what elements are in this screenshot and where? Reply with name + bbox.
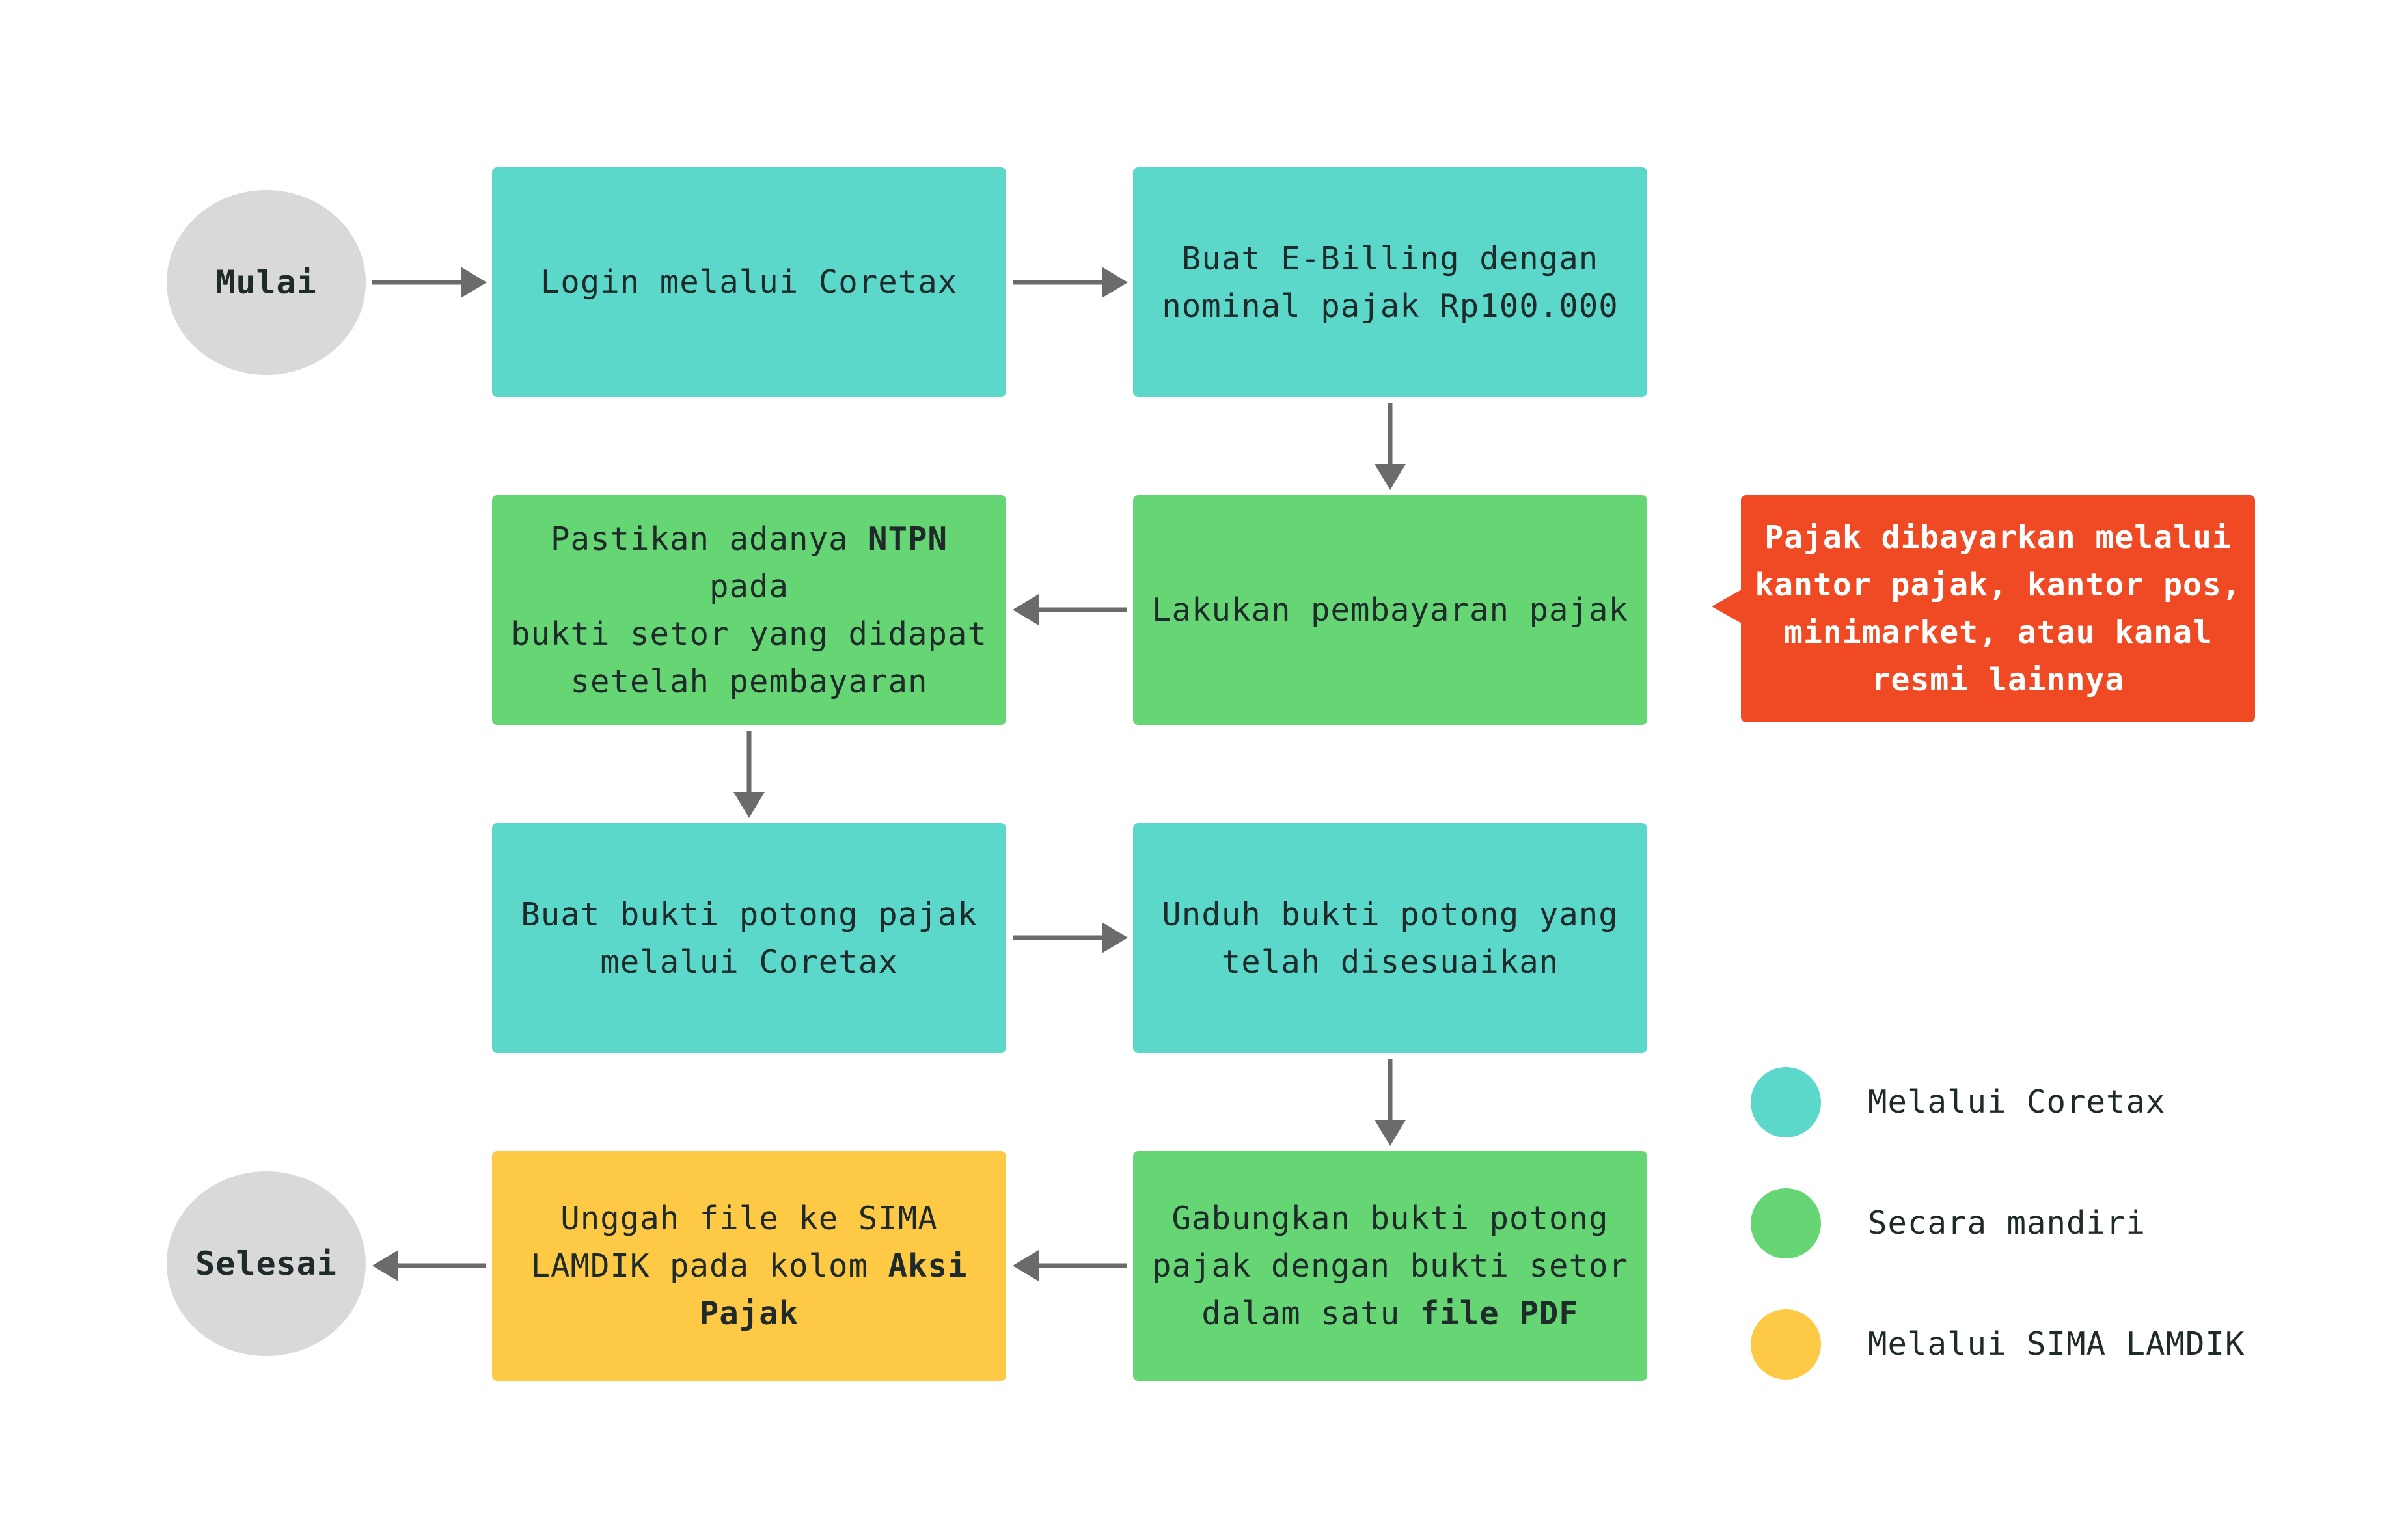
aksi-pajak-emphasis: Aksi Pajak	[699, 1247, 968, 1332]
callout-pointer	[1712, 590, 1742, 623]
arrowhead-ebilling-bayar	[1375, 464, 1406, 490]
arrowhead-buat-bukti-unduh	[1102, 922, 1128, 953]
arrowhead-unggah-end	[372, 1250, 398, 1281]
step-buat-bukti: Buat bukti potong pajak melalui Coretax	[492, 823, 1006, 1053]
arrowhead-gabung-unggah	[1013, 1250, 1039, 1281]
ntpn-emphasis: NTPN	[868, 520, 948, 558]
start-label: Mulai	[215, 264, 317, 301]
step-ebilling-text: Buat E-Billing dengan nominal pajak Rp10…	[1162, 239, 1619, 325]
step-ntpn: Pastikan adanya NTPN pada bukti setor ya…	[492, 495, 1006, 725]
arrowhead-unduh-gabung	[1375, 1120, 1406, 1146]
step-ebilling: Buat E-Billing dengan nominal pajak Rp10…	[1133, 167, 1647, 397]
arrowhead-login-ebilling	[1102, 267, 1128, 298]
start-node: Mulai	[167, 190, 366, 375]
step-bayar-text: Lakukan pembayaran pajak	[1151, 592, 1628, 629]
end-label: Selesai	[195, 1245, 337, 1283]
step-unduh: Unduh bukti potong yang telah disesuaika…	[1133, 823, 1647, 1053]
payment-callout: Pajak dibayarkan melalui kantor pajak, k…	[1741, 495, 2255, 722]
step-gabung-text: Gabungkan bukti potong pajak dengan bukt…	[1151, 1200, 1628, 1332]
step-login: Login melalui Coretax	[492, 167, 1006, 397]
callout-text: Pajak dibayarkan melalui kantor pajak, k…	[1755, 519, 2241, 698]
legend-label-sima: Melalui SIMA LAMDIK	[1868, 1326, 2245, 1363]
step-ntpn-text: Pastikan adanya NTPN pada bukti setor ya…	[510, 520, 987, 700]
step-login-text: Login melalui Coretax	[540, 264, 958, 301]
legend-label-coretax: Melalui Coretax	[1868, 1083, 2166, 1121]
legend-label-mandiri: Secara mandiri	[1868, 1204, 2146, 1242]
step-unduh-text: Unduh bukti potong yang telah disesuaika…	[1162, 895, 1619, 981]
step-gabung: Gabungkan bukti potong pajak dengan bukt…	[1133, 1151, 1647, 1381]
arrowhead-ntpn-buat-bukti	[733, 792, 765, 818]
arrowhead-start-login	[461, 267, 487, 298]
end-node: Selesai	[167, 1171, 366, 1356]
step-bayar: Lakukan pembayaran pajak	[1133, 495, 1647, 725]
step-unggah-text: Unggah file ke SIMA LAMDIK pada kolom Ak…	[530, 1200, 968, 1332]
legend-dot-coretax	[1751, 1067, 1821, 1137]
step-buat-bukti-text: Buat bukti potong pajak melalui Coretax	[521, 895, 978, 981]
step-unggah: Unggah file ke SIMA LAMDIK pada kolom Ak…	[492, 1151, 1006, 1381]
arrowhead-bayar-ntpn	[1013, 594, 1039, 625]
pdf-emphasis: file PDF	[1419, 1295, 1579, 1332]
legend-dot-mandiri	[1751, 1188, 1821, 1258]
legend-dot-sima	[1751, 1309, 1821, 1380]
